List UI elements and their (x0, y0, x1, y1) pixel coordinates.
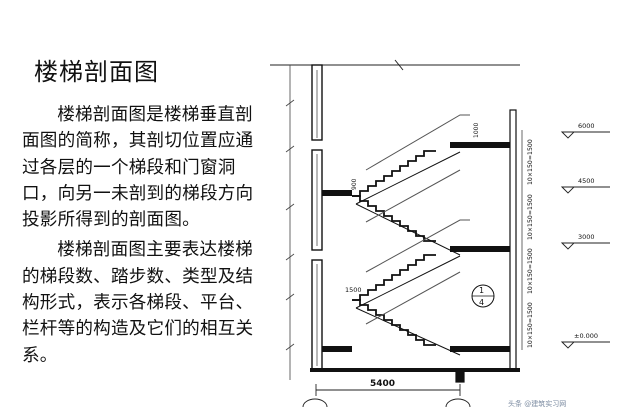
stair-section-drawing: 6000 4500 3000 ±0.000 10×150=1500 10×150… (270, 50, 640, 407)
rail-height-label: 1000 (473, 123, 480, 138)
flight-dim-label: 10×150=1500 (527, 248, 534, 294)
rail-height-label: 900 (351, 178, 358, 190)
left-dim-ticks (285, 99, 295, 351)
break-mark (394, 59, 404, 71)
stair-flights (352, 150, 436, 346)
right-structure (455, 109, 517, 383)
elevation-label-6000: 6000 (578, 122, 595, 130)
paragraph-content: 楼梯剖面图主要表达楼梯的梯段数、踏步数、类型及结构形式，表示各梯段、平台、栏杆等… (22, 240, 254, 366)
flight-dim-label: 10×150=1500 (527, 302, 534, 348)
detail-ref-bottom: 4 (479, 298, 484, 307)
elevation-label-4500: 4500 (578, 177, 595, 185)
paragraph-definition: 楼梯剖面图是楼梯垂直剖面图的简称，其剖切位置应通过各层的一个梯段和门窗洞口，向另… (22, 105, 254, 231)
bottom-dim (315, 384, 461, 396)
elevation-markers (560, 131, 610, 349)
total-width-label: 5400 (370, 379, 395, 389)
left-wall (311, 64, 323, 371)
slide-title: 楼梯剖面图 (34, 58, 159, 86)
elevation-label-3000: 3000 (578, 233, 595, 241)
elevation-label-ground: ±0.000 (574, 332, 598, 340)
landing-dim-label: 1500 (345, 286, 362, 294)
flight-undersides (355, 151, 461, 356)
handrails (365, 114, 470, 325)
detail-ref-top: 1 (479, 286, 484, 295)
axis-bubble (445, 398, 471, 407)
flight-dim-label: 10×150=1500 (527, 139, 534, 185)
flight-dim-label: 10×150=1500 (527, 194, 534, 240)
detail-reference: 1 4 (471, 284, 495, 308)
floor-slabs (310, 142, 520, 372)
axis-bubble (302, 398, 328, 407)
description-text: 楼梯剖面图是楼梯垂直剖面图的简称，其剖切位置应通过各层的一个梯段和门窗洞口，向另… (22, 102, 260, 369)
watermark-text: 头条 @建筑实习网 (508, 399, 566, 407)
